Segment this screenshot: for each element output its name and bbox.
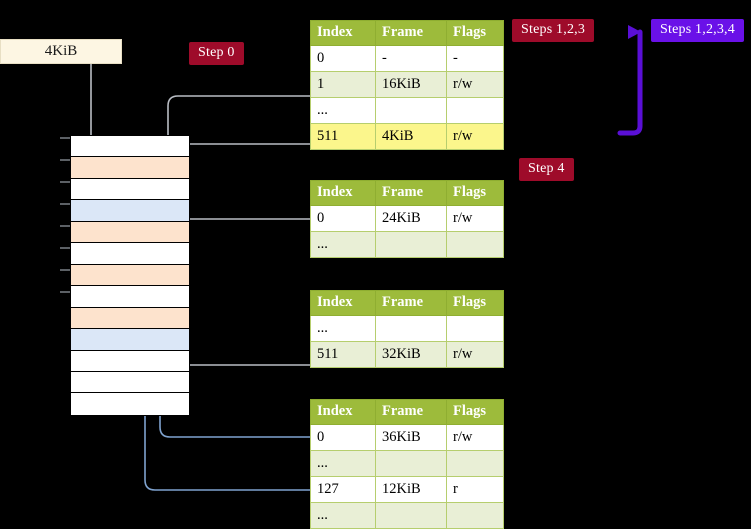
cell-frame: 4KiB [375,123,447,150]
cell-index: 0 [310,45,376,72]
column-header-frame: Frame [375,180,447,206]
cell-flags: r/w [446,341,504,368]
column-header-frame: Frame [375,290,447,316]
wire-pml4-hook-top [167,95,310,144]
cell-flags: r [446,476,504,503]
cell-frame: 24KiB [375,205,447,232]
table-row: ... [310,450,504,477]
cell-index: 1 [310,71,376,98]
badge-steps-123: Steps 1,2,3 [512,19,595,42]
memory-row-1 [71,157,189,179]
column-header-index: Index [310,290,376,316]
column-header-flags: Flags [446,290,504,316]
column-header-frame: Frame [375,20,447,46]
badge-steps-123-label: Steps 1,2,3 [521,22,586,37]
cell-index: 511 [310,123,376,150]
cell-index: ... [310,315,376,342]
cell-flags [446,450,504,477]
cell-index: ... [310,97,376,124]
memory-row-0 [71,136,189,158]
cell-frame [375,231,447,258]
memory-row-2 [71,178,189,201]
cell-frame: 32KiB [375,341,447,368]
column-header-index: Index [310,180,376,206]
cell-frame [375,97,447,124]
memory-row-8 [71,307,189,330]
wire-pd-to-memory [171,312,310,366]
memory-row-3 [71,200,189,222]
cell-index: 511 [310,341,376,368]
cell-index: 0 [310,424,376,451]
column-header-flags: Flags [446,20,504,46]
badge-step-4: Step 4 [519,158,574,181]
memory-row-12 [71,393,189,415]
memory-row-11 [71,371,189,394]
cell-flags [446,502,504,529]
memory-row-5 [71,243,189,265]
cell-flags [446,97,504,124]
wire-pdpt-to-memory [177,218,310,240]
badge-steps-1234-label: Steps 1,2,3,4 [660,22,735,37]
memory-column [70,135,190,416]
table-row: ... [310,315,504,342]
badge-step-4-label: Step 4 [528,161,565,176]
column-header-index: Index [310,399,376,425]
column-header-frame: Frame [375,399,447,425]
memory-row-9 [71,329,189,351]
column-header-flags: Flags [446,180,504,206]
cell-index: ... [310,502,376,529]
table-row: ... [310,97,504,124]
cell-flags [446,315,504,342]
cell-frame: 36KiB [375,424,447,451]
column-header-index: Index [310,20,376,46]
cell-index: 127 [310,476,376,503]
cell-frame [375,315,447,342]
badge-step-0: Step 0 [189,42,244,65]
cell-flags [446,231,504,258]
cell-frame [375,450,447,477]
cell-frame: 16KiB [375,71,447,98]
cell-frame: - [375,45,447,72]
memory-row-10 [71,350,189,372]
badge-steps-1234: Steps 1,2,3,4 [651,19,744,42]
cell-frame: 12KiB [375,476,447,503]
cell-flags: - [446,45,504,72]
cell-index: 0 [310,205,376,232]
size-box-label: 4KiB [44,43,78,59]
memory-row-6 [71,264,189,287]
cell-frame [375,502,447,529]
badge-step-0-label: Step 0 [198,45,235,60]
table-row: ... [310,502,504,529]
cell-flags: r/w [446,71,504,98]
memory-row-4 [71,221,189,244]
purple-steps-arrow [617,25,643,136]
cell-flags: r/w [446,205,504,232]
table-row: ... [310,231,504,258]
memory-row-7 [71,286,189,308]
table-row: 0-- [310,45,504,72]
cell-flags: r/w [446,123,504,150]
cell-flags: r/w [446,424,504,451]
size-box-4kib: 4KiB [0,39,122,64]
column-header-flags: Flags [446,399,504,425]
cell-index: ... [310,231,376,258]
cell-index: ... [310,450,376,477]
